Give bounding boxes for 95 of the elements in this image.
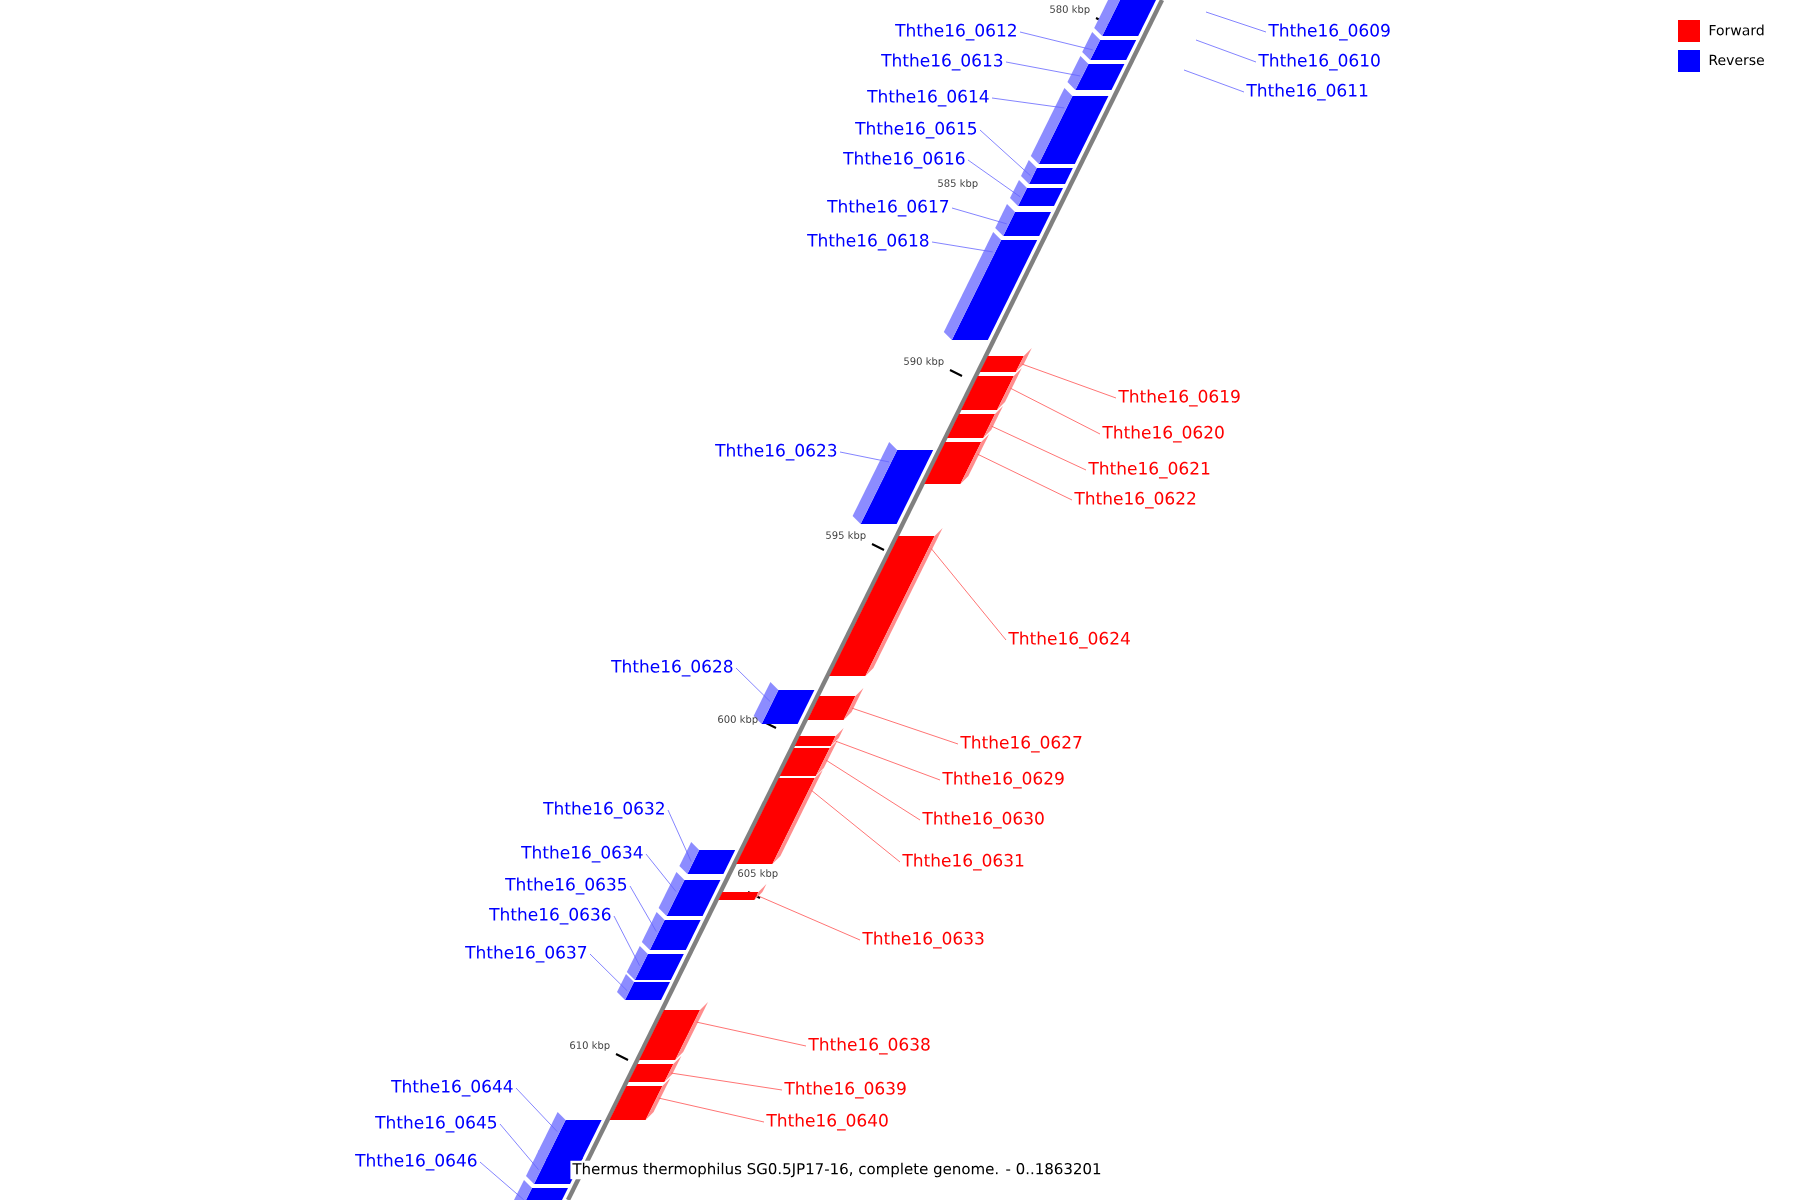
- gene-label: Ththe16_0620: [1102, 425, 1224, 443]
- gene-label: Ththe16_0621: [1088, 461, 1210, 479]
- leader-line: [851, 707, 959, 745]
- gene-label: Ththe16_0631: [902, 853, 1024, 871]
- gene-block: [852, 442, 934, 524]
- gene-block: [829, 528, 943, 676]
- gene-label: Ththe16_0628: [611, 659, 733, 677]
- gene-block: [1082, 32, 1137, 60]
- gene-block: [961, 368, 1022, 410]
- leader-line: [991, 425, 1087, 471]
- gene-block: [537, 1112, 602, 1160]
- leader-line: [645, 853, 677, 892]
- leader-line: [1019, 31, 1094, 51]
- leader-line: [1005, 61, 1081, 77]
- gene-label: Ththe16_0617: [827, 199, 949, 217]
- gene-label: Ththe16_0615: [855, 121, 977, 139]
- leader-line: [515, 1087, 558, 1132]
- leader-line: [930, 548, 1007, 641]
- gene-block: [736, 770, 823, 864]
- gene-block: [1030, 88, 1109, 164]
- leader-line: [629, 885, 657, 932]
- gene-block: [679, 842, 736, 874]
- gene-label: Ththe16_0624: [1008, 631, 1130, 649]
- gene-block: [947, 406, 1003, 438]
- leader-line: [839, 451, 890, 463]
- leader-line: [977, 453, 1073, 501]
- leader-line: [825, 759, 921, 821]
- gene-label: Ththe16_0619: [1118, 389, 1240, 407]
- gene-block: [626, 946, 684, 980]
- gene-label: Ththe16_0613: [881, 53, 1003, 71]
- gene-label: Ththe16_0633: [862, 931, 984, 949]
- gene-block: [794, 728, 844, 746]
- gene-block: [779, 740, 838, 776]
- gene-label: Ththe16_0627: [960, 735, 1082, 753]
- gene-label: Ththe16_0623: [715, 443, 837, 461]
- gene-label: Ththe16_0636: [489, 907, 611, 925]
- gene-label: Ththe16_0644: [391, 1079, 513, 1097]
- gene-label: Ththe16_0629: [942, 771, 1064, 789]
- gene-block: [1021, 160, 1073, 184]
- gene-label: Ththe16_0616: [843, 151, 965, 169]
- gene-block: [924, 434, 990, 484]
- gene-label: Ththe16_0622: [1074, 491, 1196, 509]
- gene-label: Ththe16_0635: [505, 877, 627, 895]
- gene-label: Ththe16_0610: [1258, 53, 1380, 71]
- gene-block: [609, 1078, 671, 1120]
- leader-line: [835, 740, 941, 781]
- leader-line: [1183, 69, 1245, 93]
- leader-line: [991, 97, 1065, 109]
- leader-line: [696, 1021, 807, 1047]
- gene-block: [995, 204, 1051, 236]
- gene-block: [1010, 180, 1063, 206]
- gene-label: Ththe16_0646: [355, 1153, 477, 1171]
- gene-label: Ththe16_0632: [543, 801, 664, 819]
- leader-line: [758, 895, 861, 941]
- leader-line: [1021, 363, 1117, 399]
- leader-line: [658, 1097, 765, 1123]
- gene-label: Ththe16_0638: [808, 1037, 930, 1055]
- gene-label: Ththe16_0637: [465, 945, 587, 963]
- gene-block: [641, 912, 701, 950]
- leader-line: [735, 667, 771, 702]
- gene-label: Ththe16_0634: [521, 845, 643, 863]
- gene-label: Ththe16_0609: [1268, 23, 1390, 41]
- leader-line: [667, 809, 692, 862]
- leader-line: [670, 1072, 783, 1091]
- leader-line: [613, 915, 640, 966]
- gene-block: [807, 688, 864, 720]
- gene-label: Ththe16_0639: [784, 1081, 906, 1099]
- leader-line: [979, 129, 1031, 177]
- gene-label: Ththe16_0645: [375, 1115, 497, 1133]
- gene-block: [658, 872, 721, 916]
- gene-block: [943, 232, 1038, 340]
- gene-label: Ththe16_0614: [867, 89, 989, 107]
- leader-line: [479, 1161, 524, 1200]
- gene-label: Ththe16_0612: [895, 23, 1016, 41]
- gene-block: [1067, 56, 1125, 90]
- gene-label: Ththe16_0611: [1246, 83, 1368, 101]
- gene-label: Ththe16_0630: [922, 811, 1044, 829]
- leader-line: [1195, 39, 1257, 63]
- gene-block: [628, 1056, 682, 1082]
- gene-block: [718, 884, 767, 900]
- gene-block: [617, 974, 670, 1000]
- leader-line: [1010, 387, 1101, 435]
- leader-line: [931, 241, 994, 253]
- gene-block: [979, 348, 1032, 372]
- leader-line: [499, 1123, 539, 1170]
- leader-line: [589, 953, 628, 991]
- gene-label: Ththe16_0640: [766, 1113, 888, 1131]
- gene-block: [1094, 0, 1156, 36]
- leader-line: [951, 207, 1008, 225]
- leader-line: [1205, 11, 1267, 33]
- leader-line: [967, 159, 1021, 198]
- gene-block: [639, 1002, 708, 1060]
- leader-line: [811, 789, 901, 863]
- gene-block: [512, 1180, 568, 1200]
- gene-label: Ththe16_0618: [807, 233, 929, 251]
